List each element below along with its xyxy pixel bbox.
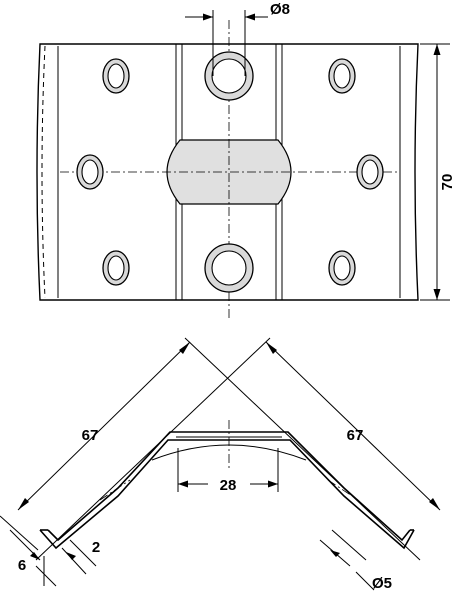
dimension-center-width: 28: [177, 448, 279, 494]
label-thickness: 2: [92, 539, 100, 556]
small-hole: [356, 154, 384, 190]
small-hole: [76, 154, 104, 190]
dimension-hole-diameter-side: Ø5: [319, 529, 392, 592]
profile-side-view: [39, 420, 415, 550]
center-rib: [166, 139, 292, 205]
label-leg-left: 67: [82, 427, 99, 444]
label-center-width: 28: [220, 477, 237, 494]
large-hole-bottom: [204, 243, 254, 293]
dimension-hole-diameter-top: Ø8: [185, 1, 290, 76]
small-hole: [328, 58, 356, 94]
dimension-height: 70: [420, 43, 455, 301]
dimension-leg-left: 67: [0, 337, 421, 561]
small-holes: [76, 58, 384, 286]
small-hole: [102, 250, 130, 286]
label-leg-right: 67: [347, 427, 364, 444]
dimension-thickness: 2: [61, 539, 100, 575]
label-hole-diameter-top: Ø8: [270, 1, 290, 18]
dimension-flange: 6: [9, 529, 57, 587]
plate-top-view: [36, 20, 419, 320]
small-hole: [328, 250, 356, 286]
large-hole-top: [204, 51, 254, 101]
small-hole: [102, 58, 130, 94]
label-height: 70: [439, 174, 455, 191]
dimension-leg-right: 67: [35, 337, 441, 561]
label-hole-diameter-side: Ø5: [372, 575, 392, 592]
label-flange-length: 6: [18, 557, 26, 574]
